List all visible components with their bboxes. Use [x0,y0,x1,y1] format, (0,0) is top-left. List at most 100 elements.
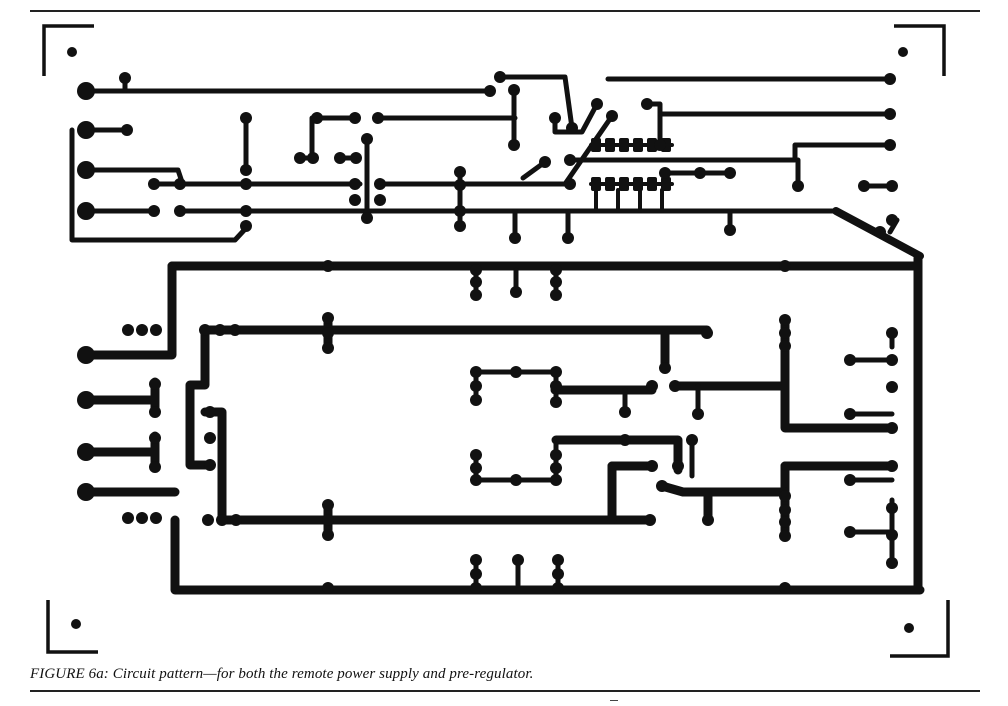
solder-pad [552,582,564,594]
solder-pad [240,205,252,217]
solder-pad [564,154,576,166]
solder-pad [494,71,506,83]
solder-pad [508,84,520,96]
copper-trace [567,142,893,163]
solder-pad [702,514,714,526]
solder-pad [240,220,252,232]
solder-pad [550,289,562,301]
solder-pad [552,554,564,566]
solder-pad [470,462,482,474]
registration-marks [42,24,950,658]
solder-pad [779,516,791,528]
solder-pad [334,152,346,164]
solder-pad [779,314,791,326]
top-rule [30,10,980,12]
solder-pad [322,327,334,339]
solder-pad [77,391,95,409]
solder-pad [214,324,226,336]
solder-pad [454,179,466,191]
solder-pad [510,474,522,486]
solder-pad [322,529,334,541]
solder-pad [550,366,562,378]
solder-pad [174,178,186,190]
solder-pad [470,289,482,301]
solder-pad [204,406,216,418]
ic-pad [647,138,657,152]
solder-pad [886,327,898,339]
registration-dot [67,47,77,57]
solder-pad [844,354,856,366]
solder-pad [150,324,162,336]
solder-pad [470,380,482,392]
solder-pad [240,178,252,190]
solder-pad [204,459,216,471]
solder-pad [77,202,95,220]
solder-pad [202,514,214,526]
copper-trace [69,127,251,243]
solder-pad [779,340,791,352]
solder-pad [510,286,522,298]
solder-pad [150,512,162,524]
solder-pad [692,408,704,420]
solder-pad [701,327,713,339]
solder-pad [654,139,666,151]
solder-pad [470,449,482,461]
solder-pad [562,232,574,244]
solder-pad [509,232,521,244]
solder-pad [322,260,334,272]
solder-pad [606,110,618,122]
solder-pad [470,264,482,276]
copper-trace [657,481,790,497]
solder-pad [686,434,698,446]
solder-pad [886,422,898,434]
solder-pad [77,346,95,364]
solder-pad [886,557,898,569]
solder-pad [349,178,361,190]
solder-pad [149,432,161,444]
solder-pad [886,381,898,393]
solder-pad [566,122,578,134]
solder-pad [136,324,148,336]
solder-pad [659,362,671,374]
solder-pad [641,98,653,110]
ic-pad [605,177,615,191]
solder-pad [844,526,856,538]
solder-pad [644,514,656,526]
solder-pad [484,85,496,97]
solder-pad [199,324,211,336]
solder-pad [886,214,898,226]
ic-pad [591,138,601,152]
solder-pad [229,324,241,336]
solder-pad [470,366,482,378]
solder-pad [322,582,334,594]
solder-pad [322,499,334,511]
registration-dot [71,619,81,629]
registration-dots [67,47,914,633]
solder-pad [874,226,886,238]
solder-pad [550,380,562,392]
solder-pad [659,167,671,179]
bottom-rule [30,690,980,692]
copper-trace [81,261,177,360]
solder-pad [122,324,134,336]
solder-pad [779,530,791,542]
solder-pad [470,474,482,486]
copper-trace [200,407,655,525]
solder-pad [136,512,148,524]
solder-pad [646,460,658,472]
solder-pad [550,449,562,461]
solder-pad [294,152,306,164]
solder-pad [646,380,658,392]
solder-pad [77,443,95,461]
solder-pad [454,166,466,178]
solder-pad [886,502,898,514]
solder-pad [550,276,562,288]
solder-pad [148,178,160,190]
solder-pad [792,180,804,192]
copper-trace [780,315,897,433]
solder-pad [508,139,520,151]
solder-pad [886,460,898,472]
corner-mark-top-right [894,24,946,76]
solder-pad [886,529,898,541]
page-mark [610,700,618,701]
